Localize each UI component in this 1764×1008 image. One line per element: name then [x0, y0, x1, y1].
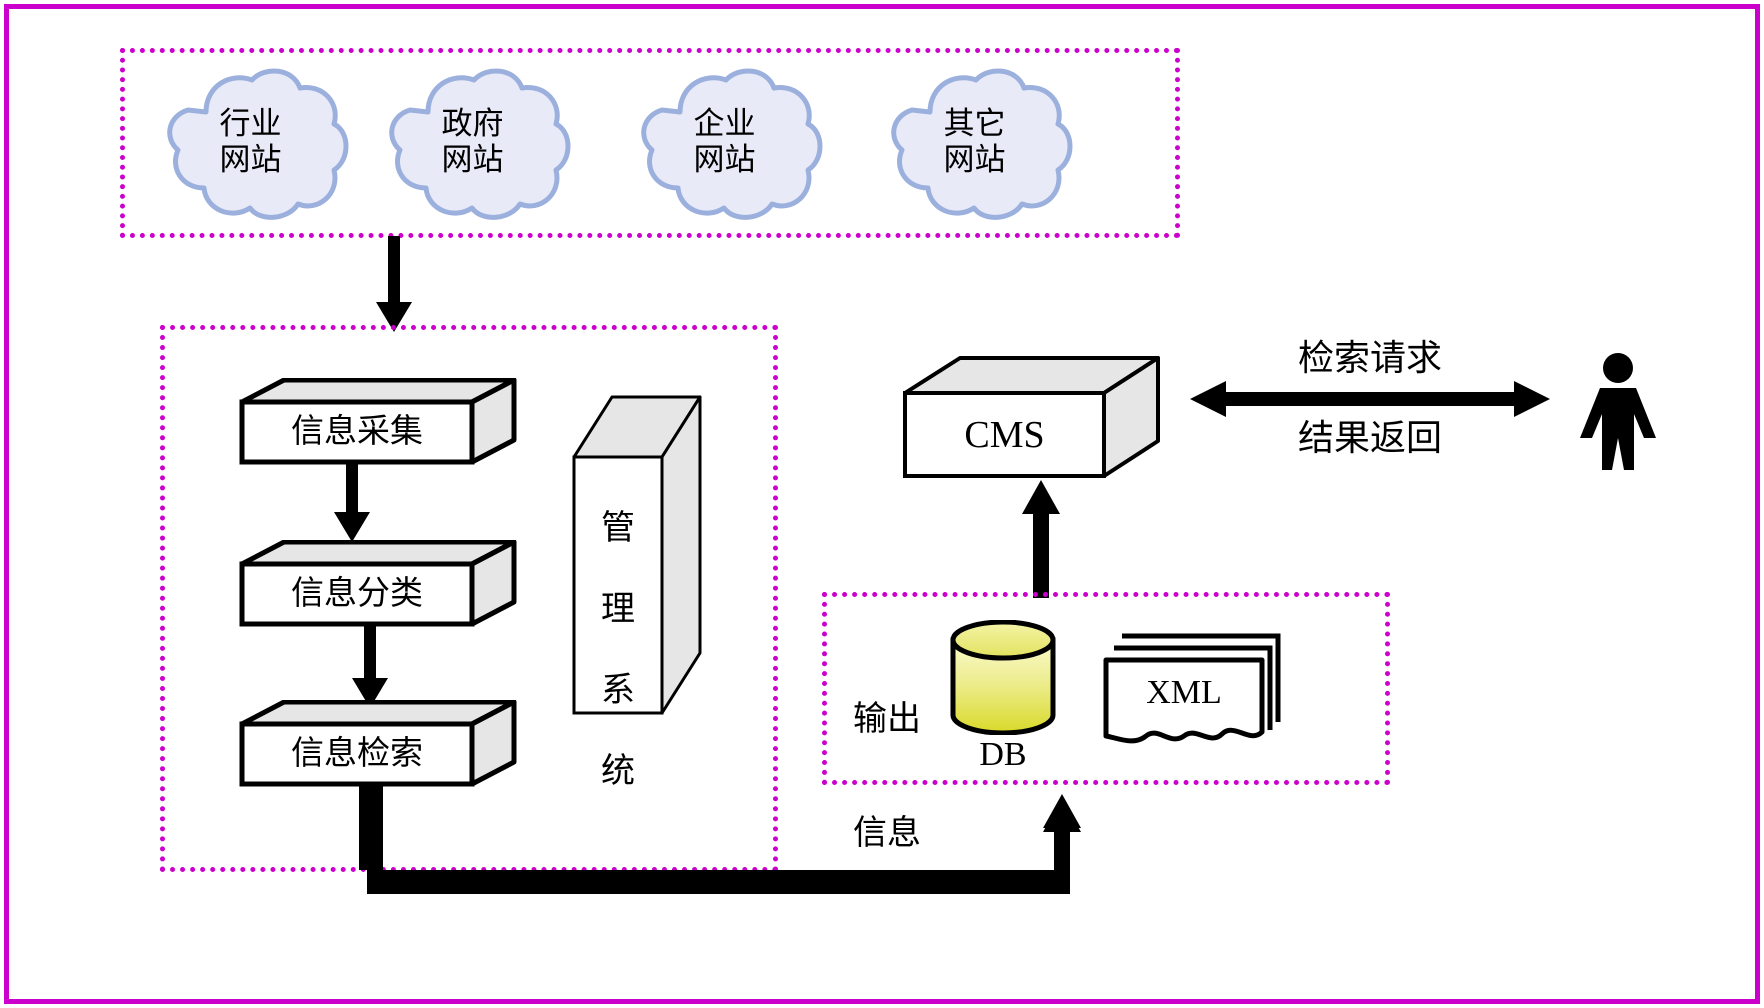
- end-user[interactable]: [1578, 352, 1658, 472]
- cloud-government-line1: 政府: [441, 106, 504, 141]
- cloud-other[interactable]: 其它 网站: [872, 60, 1077, 230]
- cloud-enterprise-line1: 企业: [693, 106, 756, 141]
- output-group-label-line2: 信息: [853, 815, 921, 853]
- management-char-3: 统: [601, 752, 635, 790]
- cloud-industry[interactable]: 行业 网站: [148, 60, 353, 230]
- xml-label: XML: [1146, 674, 1222, 711]
- external-websites-group: [120, 48, 1180, 238]
- management-char-1: 理: [601, 590, 635, 628]
- stage-collect-label: 信息采集: [291, 414, 423, 450]
- arrow-sources-to-collect: [372, 236, 416, 336]
- cloud-enterprise-line2: 网站: [693, 141, 756, 177]
- arrow-db-to-cms: [1020, 478, 1062, 598]
- management-system[interactable]: 管 理 系 统: [572, 395, 702, 790]
- response-label: 结果返回: [1297, 418, 1442, 458]
- arrow-request-response: [1190, 378, 1550, 420]
- cloud-government-label: 政府 网站: [370, 106, 575, 177]
- cloud-enterprise-label: 企业 网站: [622, 106, 827, 177]
- processing-group: [160, 325, 778, 872]
- management-system-label: 管 理 系 统: [574, 471, 662, 831]
- cloud-government[interactable]: 政府 网站: [370, 60, 575, 230]
- database-label: DB: [979, 736, 1027, 773]
- xml-documents[interactable]: XML: [1100, 626, 1285, 751]
- cloud-industry-label: 行业 网站: [148, 106, 353, 177]
- cloud-enterprise[interactable]: 企业 网站: [622, 60, 827, 230]
- cms-box-label: CMS: [964, 414, 1045, 456]
- stage-classify-label: 信息分类: [291, 576, 423, 612]
- stage-retrieve-label: 信息检索: [291, 736, 423, 772]
- cloud-other-line2: 网站: [943, 141, 1006, 177]
- arrow-retrieve-to-output: [350, 782, 1090, 910]
- stage-collect[interactable]: 信息采集: [236, 378, 518, 470]
- arrow-collect-to-classify: [330, 462, 374, 544]
- stage-retrieve[interactable]: 信息检索: [236, 700, 518, 792]
- output-group-label-line1: 输出: [853, 701, 921, 739]
- management-char-0: 管: [601, 510, 635, 547]
- stage-classify[interactable]: 信息分类: [236, 540, 518, 632]
- outer-frame-border: [4, 4, 1760, 1004]
- cms-box[interactable]: CMS: [902, 355, 1162, 480]
- management-char-2: 系: [601, 671, 635, 709]
- cloud-industry-line1: 行业: [219, 106, 282, 141]
- arrow-classify-to-retrieve: [348, 624, 392, 710]
- output-group-label: 输出 信息: [832, 625, 942, 930]
- cloud-government-line2: 网站: [441, 141, 504, 177]
- database-cylinder[interactable]: DB: [948, 619, 1058, 773]
- output-information-group: [822, 592, 1390, 785]
- request-label: 检索请求: [1297, 338, 1442, 378]
- cloud-other-line1: 其它: [943, 106, 1006, 141]
- cloud-other-label: 其它 网站: [872, 106, 1077, 177]
- cloud-industry-line2: 网站: [219, 141, 282, 177]
